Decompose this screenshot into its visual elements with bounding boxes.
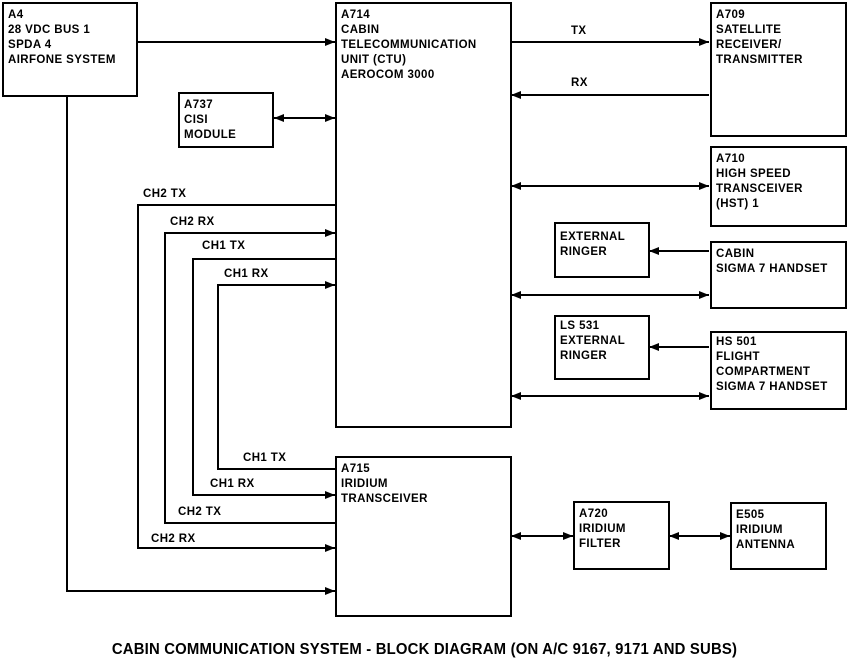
block-label: HS 501 FLIGHT COMPARTMENT SIGMA 7 HANDSE… (716, 336, 828, 393)
wire-label-ird-ch1-tx: CH1 TX (243, 452, 287, 464)
block-a737-cisi[interactable]: A737 CISI MODULE (178, 92, 274, 148)
block-label: A709 SATELLITE RECEIVER/ TRANSMITTER (716, 9, 803, 66)
block-label: A714 CABIN TELECOMMUNICATION UNIT (CTU) … (341, 9, 477, 81)
block-a710-hst[interactable]: A710 HIGH SPEED TRANSCEIVER (HST) 1 (710, 146, 847, 227)
block-a714-ctu[interactable]: A714 CABIN TELECOMMUNICATION UNIT (CTU) … (335, 2, 512, 428)
wire-a4-to-iridium (66, 96, 335, 595)
block-ls531-ringer[interactable]: LS 531 EXTERNAL RINGER (554, 315, 650, 380)
wire-label-ird-ch1-rx: CH1 RX (210, 478, 255, 490)
block-a720-iridium-filter[interactable]: A720 IRIDIUM FILTER (573, 501, 670, 570)
block-label: A720 IRIDIUM FILTER (579, 508, 626, 550)
block-hs501-handset[interactable]: HS 501 FLIGHT COMPARTMENT SIGMA 7 HANDSE… (710, 331, 847, 410)
wire-ch1-tx (192, 258, 336, 499)
wire-label-rx: RX (571, 77, 588, 89)
wire-ch2-rx (164, 229, 336, 524)
wire-label-ctu-ch1-rx: CH1 RX (224, 268, 269, 280)
block-cabin-handset[interactable]: CABIN SIGMA 7 HANDSET (710, 241, 847, 309)
block-a715-iridium-transceiver[interactable]: A715 IRIDIUM TRANSCEIVER (335, 456, 512, 617)
block-external-ringer[interactable]: EXTERNAL RINGER (554, 222, 650, 278)
diagram-title: CABIN COMMUNICATION SYSTEM - BLOCK DIAGR… (111, 641, 738, 658)
wire-label-tx: TX (571, 25, 587, 37)
block-label: A4 28 VDC BUS 1 SPDA 4 AIRFONE SYSTEM (8, 9, 116, 66)
block-label: CABIN SIGMA 7 HANDSET (716, 248, 828, 275)
block-label: A715 IRIDIUM TRANSCEIVER (341, 463, 428, 505)
block-e505-iridium-antenna[interactable]: E505 IRIDIUM ANTENNA (730, 502, 827, 570)
wire-label-ctu-ch2-rx: CH2 RX (170, 216, 215, 228)
wire-label-ctu-ch2-tx: CH2 TX (143, 188, 187, 200)
wire-ch2-tx (137, 204, 336, 552)
block-a709-satellite[interactable]: A709 SATELLITE RECEIVER/ TRANSMITTER (710, 2, 847, 137)
block-label: EXTERNAL RINGER (560, 231, 626, 258)
block-label: A737 CISI MODULE (184, 99, 237, 141)
wire-label-ird-ch2-rx: CH2 RX (151, 533, 196, 545)
wire-label-ird-ch2-tx: CH2 TX (178, 506, 222, 518)
block-a4-power[interactable]: A4 28 VDC BUS 1 SPDA 4 AIRFONE SYSTEM (2, 2, 138, 97)
block-label: A710 HIGH SPEED TRANSCEIVER (HST) 1 (716, 153, 803, 210)
wire-ch1-rx (217, 281, 336, 470)
wire-label-ctu-ch1-tx: CH1 TX (202, 240, 246, 252)
block-label: LS 531 EXTERNAL RINGER (560, 320, 626, 362)
block-label: E505 IRIDIUM ANTENNA (736, 509, 796, 551)
